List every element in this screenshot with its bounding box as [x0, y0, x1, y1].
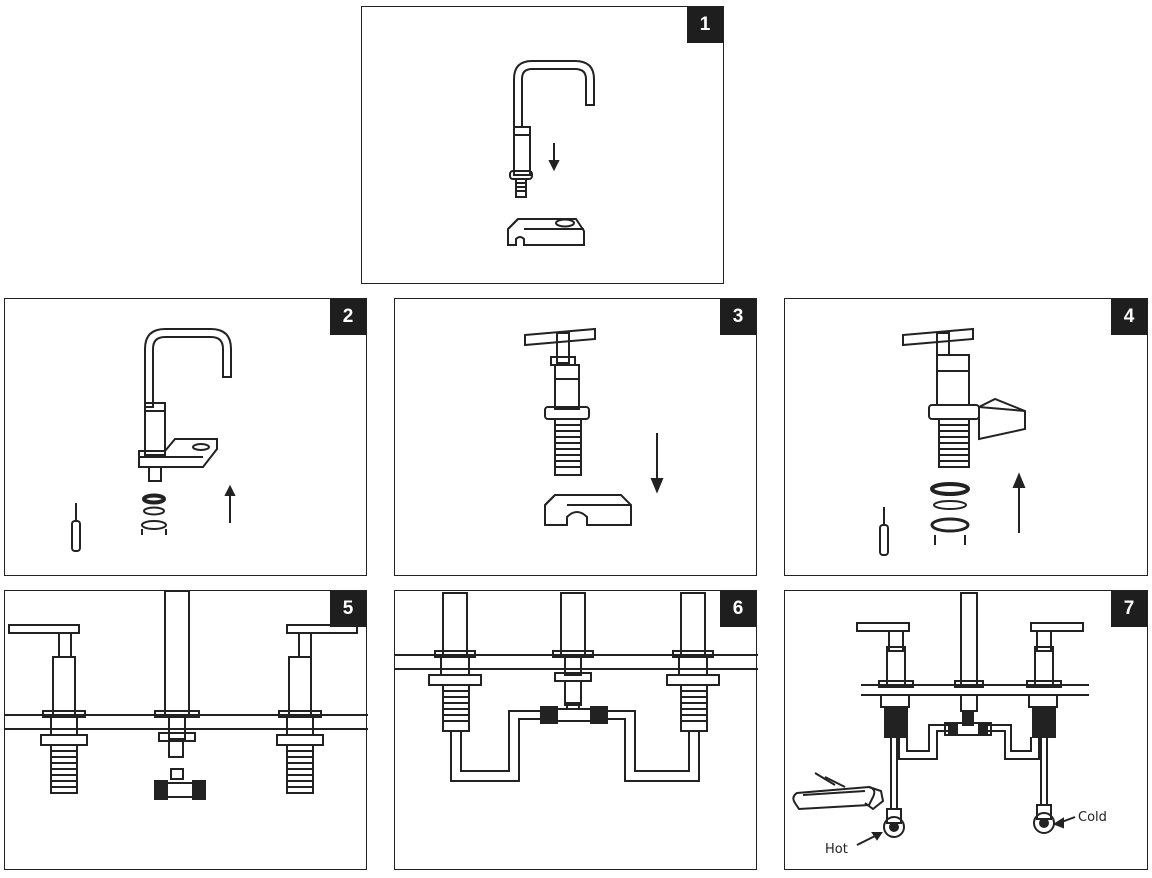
hot-label: Hot	[825, 842, 848, 857]
step-7-number: 7	[1111, 591, 1147, 627]
step-7-illustration: Hot Cold	[792, 592, 1107, 857]
screwdriver-icon	[71, 503, 81, 552]
left-valve	[428, 592, 482, 732]
arrow-up	[224, 484, 236, 523]
step-3-number: 3	[720, 299, 756, 335]
mounting-block	[544, 494, 632, 526]
wrench-icon	[792, 772, 885, 811]
step-6-illustration	[395, 592, 758, 782]
cold-arrow	[1052, 816, 1076, 829]
spout	[138, 328, 232, 482]
arrow-down	[548, 143, 560, 172]
spout	[509, 60, 595, 198]
cold-label: Cold	[1078, 810, 1107, 825]
handle-valve	[524, 327, 596, 476]
supply-lines	[890, 737, 1048, 809]
step-4-illustration	[879, 327, 1026, 556]
cold-shutoff-valve	[1033, 804, 1055, 834]
center-spout	[552, 592, 594, 706]
step-2-panel: 2	[4, 298, 367, 576]
step-3-illustration	[524, 327, 664, 526]
step-3-panel: 3	[394, 298, 757, 576]
center-spout	[154, 591, 200, 758]
step-4-panel: 4	[784, 298, 1148, 576]
step-7-panel: 7	[784, 590, 1148, 870]
step-5-illustration	[5, 591, 368, 800]
left-handle	[856, 622, 914, 738]
step-1-number: 1	[687, 7, 723, 43]
step-6-panel: 6	[394, 590, 758, 870]
left-handle	[8, 624, 88, 794]
tee-connector	[154, 768, 206, 800]
step-2-illustration	[71, 328, 236, 552]
connector-hoses	[450, 702, 700, 782]
washers	[930, 482, 970, 545]
step-5-panel: 5	[4, 590, 368, 870]
arrow-down	[650, 433, 664, 494]
screwdriver-icon	[879, 507, 889, 556]
step-2-number: 2	[330, 299, 366, 335]
step-1-panel: 1	[361, 6, 724, 284]
center-spout	[954, 592, 984, 726]
right-handle	[1026, 622, 1084, 738]
step-4-number: 4	[1111, 299, 1147, 335]
mounting-block	[507, 218, 585, 246]
handle-valve	[902, 327, 1026, 468]
step-1-illustration	[507, 60, 595, 246]
right-valve	[666, 592, 720, 732]
arrow-up	[1012, 472, 1026, 533]
right-handle	[276, 624, 358, 794]
connector-hoses	[898, 722, 1040, 760]
step-6-number: 6	[720, 591, 756, 627]
hot-arrow	[856, 832, 883, 846]
washers	[141, 493, 167, 535]
hot-shutoff-valve	[883, 808, 905, 838]
step-5-number: 5	[330, 591, 366, 627]
